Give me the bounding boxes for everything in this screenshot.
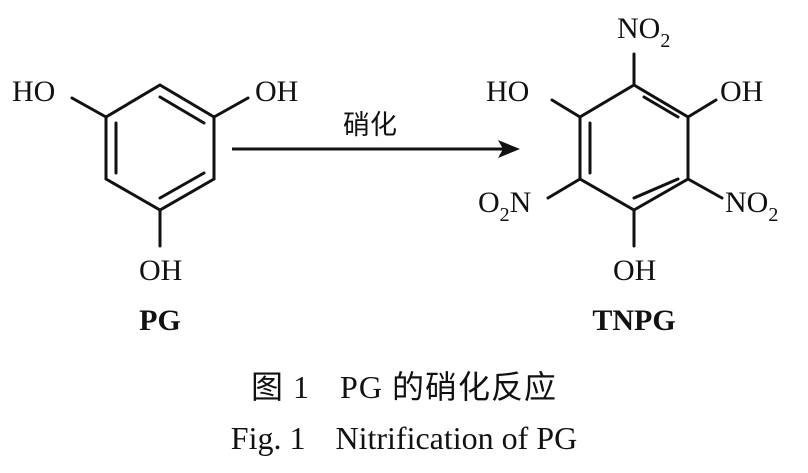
pg-oh-bottom: OH [139, 254, 182, 287]
figure-title-en: Nitrification of PG [335, 420, 578, 456]
reaction-condition: 硝化 [343, 110, 397, 141]
reaction-arrow [232, 140, 520, 158]
tnpg-benzene-ring [578, 83, 690, 212]
pg-label: PG [139, 304, 181, 337]
tnpg-ho-top-left: HO [486, 75, 529, 108]
figure-number-cn: 图 1 [251, 369, 311, 405]
tnpg-o2n-left: O2N [478, 186, 531, 226]
formula-part: NO [617, 12, 660, 45]
tnpg-label: TNPG [592, 304, 675, 337]
pg-molecule: HO OH OH PG [12, 75, 298, 337]
pg-benzene-ring [104, 83, 216, 212]
pg-substituent-bonds [70, 96, 250, 248]
pg-oh-top-right: OH [255, 75, 298, 108]
formula-subscript: 2 [768, 204, 778, 226]
tnpg-no2-top: NO2 [617, 12, 670, 52]
tnpg-o2n-left-text: O2N [478, 186, 531, 226]
formula-part: O [478, 186, 500, 219]
tnpg-no2-right: NO2 [725, 186, 778, 226]
figure-title-cn: PG 的硝化反应 [340, 369, 557, 405]
tnpg-substituent-bonds [546, 52, 724, 248]
figure-number-en: Fig. 1 [230, 420, 306, 456]
figure-caption-cn: 图 1 PG 的硝化反应 [0, 362, 808, 408]
figure-caption-en: Fig. 1 Nitrification of PG [0, 420, 808, 457]
tnpg-oh-top-right: OH [720, 75, 763, 108]
tnpg-molecule: NO2 HO OH O2N NO2 OH TNPG [478, 12, 778, 337]
tnpg-no2-top-text: NO2 [617, 12, 670, 52]
pg-ho-top-left: HO [12, 75, 55, 108]
tnpg-no2-right-text: NO2 [725, 186, 778, 226]
tnpg-oh-bottom: OH [613, 254, 656, 287]
formula-subscript: 2 [660, 30, 670, 52]
formula-part: NO [725, 186, 768, 219]
formula-part: N [510, 186, 532, 219]
formula-subscript: 2 [500, 204, 510, 226]
